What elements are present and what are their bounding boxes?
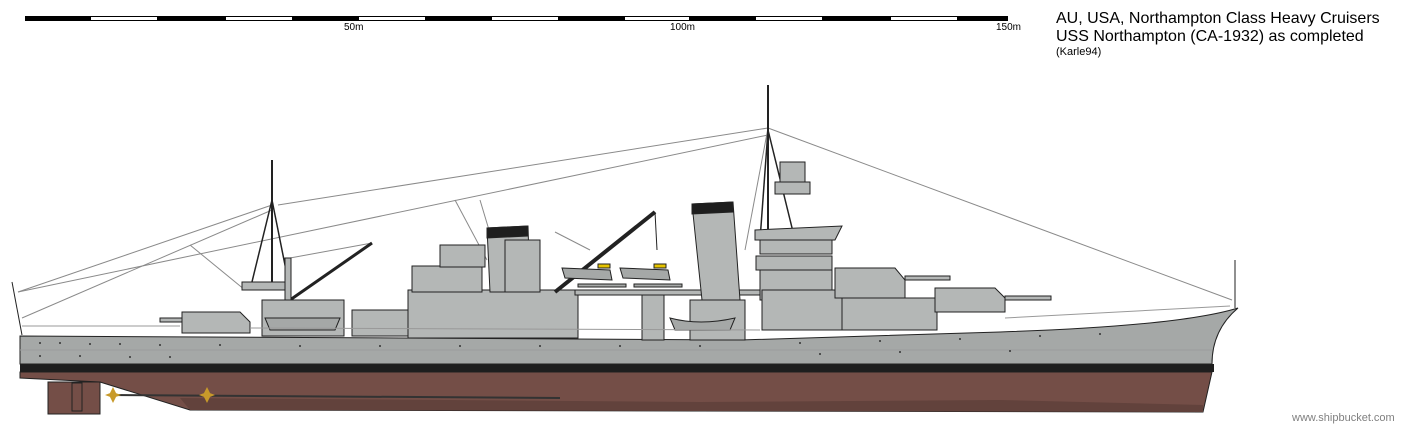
scale-label-50m: 50m (344, 22, 364, 33)
seaplane (561, 263, 627, 288)
propeller-icon (199, 387, 215, 403)
propeller-icon (105, 387, 121, 403)
author-credit: (Karle94) (1056, 46, 1102, 58)
aft-turret (181, 311, 251, 334)
rigging (17, 127, 1233, 319)
drawing-title: AU, USA, Northampton Class Heavy Cruiser… (1056, 10, 1380, 46)
watermark: www.shipbucket.com (1292, 412, 1395, 424)
boot-top (20, 364, 1214, 372)
scale-label-150m: 150m (996, 22, 1022, 33)
funnel-aft (691, 201, 741, 301)
scale-label-100m: 100m (670, 22, 696, 33)
portholes (39, 333, 1101, 358)
scale-bar (25, 16, 1008, 21)
railings (22, 305, 1231, 331)
title-line-ship: USS Northampton (CA-1932) as completed (1056, 28, 1364, 45)
seaplane (619, 263, 683, 288)
turret-a (934, 287, 1006, 313)
turret-b (834, 267, 906, 299)
title-line-class: AU, USA, Northampton Class Heavy Cruiser… (1056, 10, 1380, 27)
hull (19, 307, 1239, 415)
superstructure (11, 85, 1236, 341)
